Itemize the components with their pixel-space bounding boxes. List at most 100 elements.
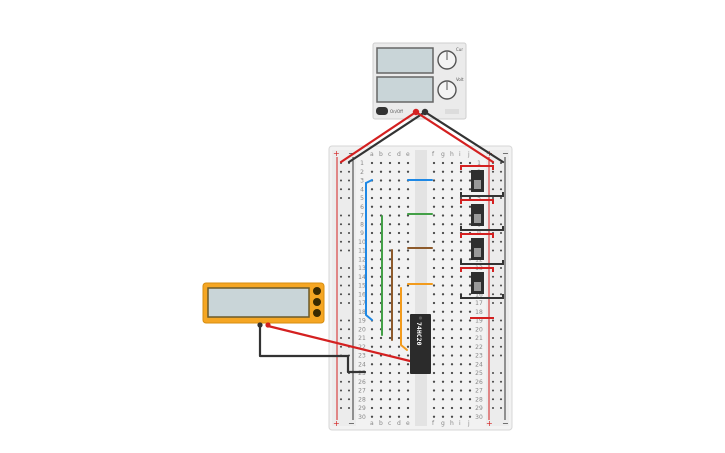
- breadboard-hole[interactable]: [450, 398, 454, 401]
- breadboard-hole[interactable]: [499, 179, 503, 182]
- breadboard-hole[interactable]: [388, 179, 392, 182]
- breadboard-hole[interactable]: [406, 371, 410, 375]
- breadboard-hole[interactable]: [491, 275, 495, 278]
- breadboard-hole[interactable]: [441, 231, 445, 235]
- breadboard-hole[interactable]: [450, 293, 454, 296]
- breadboard-hole[interactable]: [468, 196, 472, 200]
- breadboard-hole[interactable]: [459, 240, 463, 243]
- breadboard-hole[interactable]: [499, 398, 503, 401]
- breadboard-hole[interactable]: [347, 240, 351, 243]
- breadboard-hole[interactable]: [432, 284, 436, 287]
- breadboard-hole[interactable]: [339, 249, 343, 252]
- breadboard-hole[interactable]: [468, 214, 472, 217]
- breadboard-hole[interactable]: [491, 389, 495, 392]
- breadboard-hole[interactable]: [370, 284, 374, 287]
- breadboard-hole[interactable]: [406, 240, 410, 243]
- breadboard-hole[interactable]: [347, 284, 351, 287]
- breadboard-hole[interactable]: [388, 389, 392, 392]
- breadboard-hole[interactable]: [459, 406, 463, 410]
- breadboard-hole[interactable]: [370, 266, 374, 270]
- breadboard-hole[interactable]: [397, 336, 401, 340]
- breadboard-hole[interactable]: [499, 345, 503, 348]
- breadboard-hole[interactable]: [491, 301, 495, 305]
- breadboard-hole[interactable]: [441, 293, 445, 296]
- breadboard-hole[interactable]: [491, 336, 495, 340]
- breadboard-hole[interactable]: [441, 249, 445, 252]
- switches[interactable]: [460, 165, 504, 319]
- breadboard-hole[interactable]: [468, 328, 472, 331]
- breadboard-hole[interactable]: [459, 310, 463, 313]
- breadboard-hole[interactable]: [347, 188, 351, 191]
- breadboard-hole[interactable]: [388, 293, 392, 296]
- breadboard-hole[interactable]: [397, 258, 401, 261]
- breadboard-hole[interactable]: [339, 214, 343, 217]
- breadboard-hole[interactable]: [406, 328, 410, 331]
- breadboard-hole[interactable]: [432, 319, 436, 322]
- breadboard-hole[interactable]: [432, 170, 436, 173]
- breadboard-hole[interactable]: [459, 284, 463, 287]
- breadboard-hole[interactable]: [397, 363, 401, 366]
- breadboard-hole[interactable]: [388, 266, 392, 270]
- breadboard-hole[interactable]: [370, 161, 374, 165]
- breadboard-hole[interactable]: [468, 161, 472, 165]
- breadboard-hole[interactable]: [432, 336, 436, 340]
- breadboard-hole[interactable]: [347, 301, 351, 305]
- breadboard-hole[interactable]: [459, 415, 463, 418]
- breadboard-hole[interactable]: [370, 406, 374, 410]
- breadboard-hole[interactable]: [450, 196, 454, 200]
- breadboard-hole[interactable]: [459, 336, 463, 340]
- breadboard-hole[interactable]: [388, 328, 392, 331]
- breadboard-hole[interactable]: [388, 170, 392, 173]
- breadboard-hole[interactable]: [441, 328, 445, 331]
- breadboard-hole[interactable]: [379, 371, 383, 375]
- breadboard-hole[interactable]: [450, 380, 454, 383]
- wires[interactable]: [258, 110, 505, 374]
- breadboard-hole[interactable]: [441, 319, 445, 322]
- breadboard-hole[interactable]: [459, 188, 463, 191]
- breadboard-hole[interactable]: [441, 240, 445, 243]
- breadboard-hole[interactable]: [397, 293, 401, 296]
- breadboard-hole[interactable]: [459, 249, 463, 252]
- breadboard-hole[interactable]: [468, 380, 472, 383]
- breadboard-hole[interactable]: [468, 170, 472, 173]
- breadboard-hole[interactable]: [406, 301, 410, 305]
- breadboard-hole[interactable]: [450, 231, 454, 235]
- breadboard-hole[interactable]: [459, 363, 463, 366]
- breadboard-hole[interactable]: [499, 284, 503, 287]
- multimeter[interactable]: A V Ω: [202, 282, 325, 328]
- breadboard-hole[interactable]: [499, 249, 503, 252]
- breadboard-hole[interactable]: [347, 214, 351, 217]
- breadboard-hole[interactable]: [406, 266, 410, 270]
- breadboard-hole[interactable]: [379, 389, 383, 392]
- breadboard-hole[interactable]: [450, 354, 454, 357]
- breadboard-hole[interactable]: [370, 380, 374, 383]
- breadboard-hole[interactable]: [468, 336, 472, 340]
- breadboard-hole[interactable]: [406, 406, 410, 410]
- breadboard-hole[interactable]: [491, 223, 495, 226]
- breadboard-hole[interactable]: [468, 310, 472, 313]
- breadboard-hole[interactable]: [450, 188, 454, 191]
- breadboard-hole[interactable]: [450, 161, 454, 165]
- breadboard-hole[interactable]: [499, 319, 503, 322]
- breadboard-hole[interactable]: [397, 345, 401, 348]
- breadboard-hole[interactable]: [347, 179, 351, 182]
- breadboard-hole[interactable]: [450, 336, 454, 340]
- breadboard-hole[interactable]: [432, 214, 436, 217]
- breadboard-hole[interactable]: [491, 371, 495, 375]
- breadboard-hole[interactable]: [397, 240, 401, 243]
- breadboard-hole[interactable]: [370, 196, 374, 200]
- breadboard-hole[interactable]: [441, 214, 445, 217]
- breadboard-hole[interactable]: [339, 196, 343, 200]
- breadboard-hole[interactable]: [370, 240, 374, 243]
- breadboard-hole[interactable]: [379, 188, 383, 191]
- breadboard-hole[interactable]: [370, 249, 374, 252]
- breadboard-hole[interactable]: [388, 205, 392, 208]
- breadboard-hole[interactable]: [388, 301, 392, 305]
- breadboard-hole[interactable]: [491, 319, 495, 322]
- breadboard-hole[interactable]: [441, 258, 445, 261]
- breadboard-hole[interactable]: [370, 354, 374, 357]
- breadboard-hole[interactable]: [347, 380, 351, 383]
- breadboard-hole[interactable]: [468, 293, 472, 296]
- breadboard-hole[interactable]: [406, 336, 410, 340]
- breadboard-hole[interactable]: [397, 389, 401, 392]
